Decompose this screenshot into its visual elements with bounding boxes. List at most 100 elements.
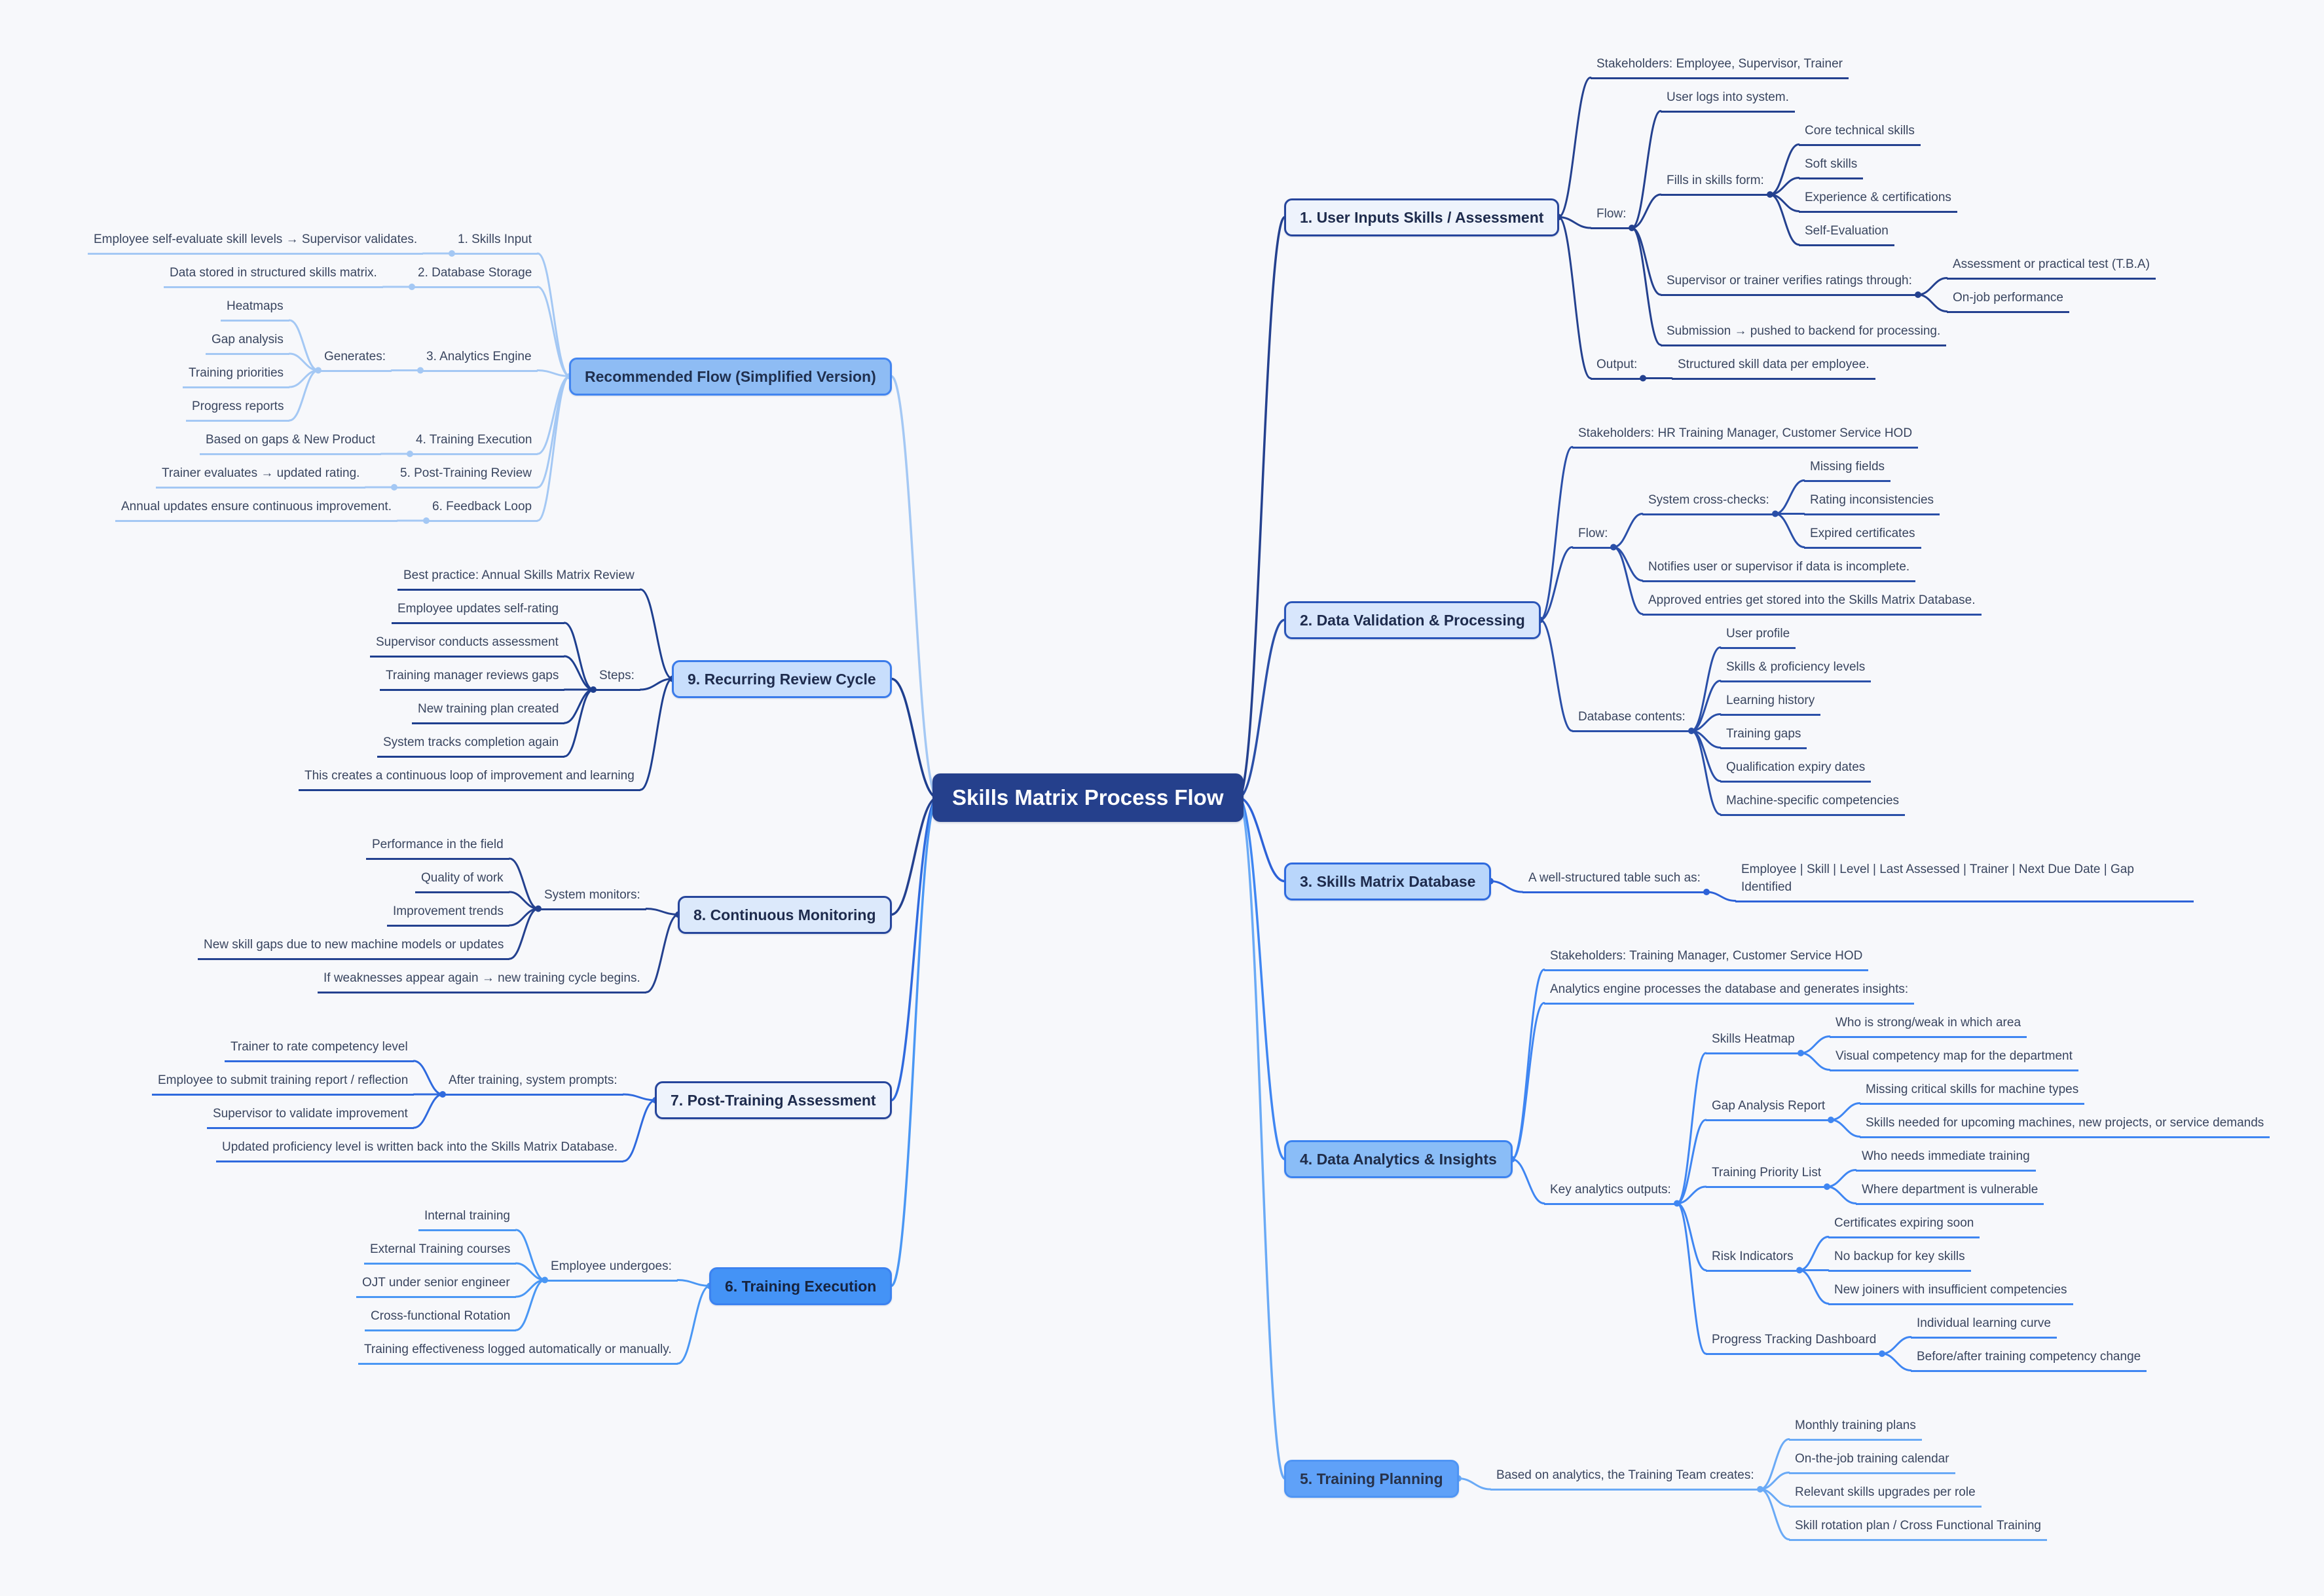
subtopic-self-evaluation[interactable]: Self-Evaluation <box>1799 222 1894 246</box>
subtopic-rating-inconsistencies[interactable]: Rating inconsistencies <box>1804 491 1940 515</box>
subtopic-3-analytics-engine[interactable]: 3. Analytics Engine <box>420 348 538 372</box>
subtopic-notifies-user-or-supervisor[interactable]: Notifies user or supervisor if data is i… <box>1642 558 1916 582</box>
subtopic-based-on-gaps-new[interactable]: Based on gaps & New Product <box>200 431 381 455</box>
main-topic-6-training-execution[interactable]: 6. Training Execution <box>709 1267 893 1305</box>
subtopic-training-priorities[interactable]: Training priorities <box>183 364 290 388</box>
subtopic-approved-entries-get-stored[interactable]: Approved entries get stored into the Ski… <box>1642 591 1982 616</box>
subtopic-updated-proficiency-level-is[interactable]: Updated proficiency level is written bac… <box>216 1138 624 1162</box>
subtopic-system-monitors[interactable]: System monitors: <box>538 886 646 910</box>
subtopic-stakeholders-employee-supervisor-trainer[interactable]: Stakeholders: Employee, Supervisor, Trai… <box>1591 55 1849 79</box>
subtopic-this-creates-a-continuous[interactable]: This creates a continuous loop of improv… <box>299 767 640 791</box>
subtopic-analytics-engine-processes-the[interactable]: Analytics engine processes the database … <box>1544 980 1915 1005</box>
subtopic-database-contents[interactable]: Database contents: <box>1572 708 1691 732</box>
subtopic-system-cross-checks[interactable]: System cross-checks: <box>1642 491 1775 515</box>
subtopic-certificates-expiring-soon[interactable]: Certificates expiring soon <box>1828 1214 1980 1238</box>
main-topic-5-training-planning[interactable]: 5. Training Planning <box>1284 1460 1459 1498</box>
subtopic-trainer-evaluates-updated-rating[interactable]: Trainer evaluates → updated rating. <box>156 464 366 489</box>
subtopic-stakeholders-training-manager-customer[interactable]: Stakeholders: Training Manager, Customer… <box>1544 947 1869 971</box>
subtopic-4-training-execution[interactable]: 4. Training Execution <box>410 431 538 455</box>
subtopic-supervisor-or-trainer-verifies[interactable]: Supervisor or trainer verifies ratings t… <box>1661 272 1918 296</box>
main-topic-2-data-validation-processing[interactable]: 2. Data Validation & Processing <box>1284 601 1541 639</box>
subtopic-skill-rotation-plan-cross[interactable]: Skill rotation plan / Cross Functional T… <box>1789 1517 2047 1541</box>
subtopic-cross-functional-rotation[interactable]: Cross-functional Rotation <box>365 1307 517 1331</box>
subtopic-steps[interactable]: Steps: <box>593 667 640 691</box>
subtopic-employee-self-evaluate-skill[interactable]: Employee self-evaluate skill levels → Su… <box>88 231 424 255</box>
subtopic-ojt-under-senior-engineer[interactable]: OJT under senior engineer <box>356 1274 516 1298</box>
main-topic-9-recurring-review-cycle[interactable]: 9. Recurring Review Cycle <box>672 660 892 698</box>
subtopic-individual-learning-curve[interactable]: Individual learning curve <box>1911 1314 2057 1339</box>
subtopic-if-weaknesses-appear-again[interactable]: If weaknesses appear again → new trainin… <box>318 969 646 993</box>
subtopic-after-training-system-prompts[interactable]: After training, system prompts: <box>443 1071 623 1096</box>
main-topic-1-user-inputs-skills[interactable]: 1. User Inputs Skills / Assessment <box>1284 198 1560 236</box>
subtopic-key-analytics-outputs[interactable]: Key analytics outputs: <box>1544 1181 1677 1205</box>
subtopic-new-training-plan-created[interactable]: New training plan created <box>412 700 565 724</box>
subtopic-flow[interactable]: Flow: <box>1572 525 1614 549</box>
central-topic[interactable]: Skills Matrix Process Flow <box>932 773 1244 822</box>
subtopic-fills-in-skills-form[interactable]: Fills in skills form: <box>1661 172 1770 196</box>
subtopic-on-job-performance[interactable]: On-job performance <box>1947 289 2069 313</box>
subtopic-who-is-strong-weak[interactable]: Who is strong/weak in which area <box>1830 1014 2027 1038</box>
subtopic-improvement-trends[interactable]: Improvement trends <box>387 902 509 927</box>
subtopic-user-logs-into-system[interactable]: User logs into system. <box>1661 88 1795 113</box>
subtopic-training-priority-list[interactable]: Training Priority List <box>1706 1164 1828 1188</box>
subtopic-a-well-structured-table[interactable]: A well-structured table such as: <box>1522 869 1706 893</box>
subtopic-where-department-is-vulnerable[interactable]: Where department is vulnerable <box>1856 1181 2044 1205</box>
subtopic-monthly-training-plans[interactable]: Monthly training plans <box>1789 1417 1922 1441</box>
subtopic-employee-to-submit-training[interactable]: Employee to submit training report / ref… <box>152 1071 415 1096</box>
subtopic-2-database-storage[interactable]: 2. Database Storage <box>412 264 538 288</box>
subtopic-progress-reports[interactable]: Progress reports <box>186 398 290 422</box>
subtopic-training-manager-reviews-gaps[interactable]: Training manager reviews gaps <box>380 667 565 691</box>
subtopic-employee-undergoes[interactable]: Employee undergoes: <box>545 1257 678 1282</box>
subtopic-submission-pushed-to-backend[interactable]: Submission → pushed to backend for proce… <box>1661 322 1947 346</box>
subtopic-heatmaps[interactable]: Heatmaps <box>221 297 289 322</box>
subtopic-new-skill-gaps-due[interactable]: New skill gaps due to new machine models… <box>198 936 510 960</box>
subtopic-generates[interactable]: Generates: <box>318 348 392 372</box>
main-topic-4-data-analytics-insights[interactable]: 4. Data Analytics & Insights <box>1284 1140 1513 1178</box>
subtopic-external-training-courses[interactable]: External Training courses <box>364 1240 517 1265</box>
main-topic-3-skills-matrix-database[interactable]: 3. Skills Matrix Database <box>1284 863 1492 900</box>
subtopic-skills-proficiency-levels[interactable]: Skills & proficiency levels <box>1720 658 1872 682</box>
subtopic-qualification-expiry-dates[interactable]: Qualification expiry dates <box>1720 758 1872 783</box>
subtopic-trainer-to-rate-competency[interactable]: Trainer to rate competency level <box>225 1038 414 1062</box>
subtopic-gap-analysis-report[interactable]: Gap Analysis Report <box>1706 1097 1832 1121</box>
subtopic-experience-certifications[interactable]: Experience & certifications <box>1799 189 1957 213</box>
subtopic-before-after-training-competency[interactable]: Before/after training competency change <box>1911 1348 2147 1372</box>
main-topic-7-post-training-assessment[interactable]: 7. Post-Training Assessment <box>655 1081 892 1119</box>
subtopic-system-tracks-completion-again[interactable]: System tracks completion again <box>377 733 565 758</box>
subtopic-based-on-analytics-the[interactable]: Based on analytics, the Training Team cr… <box>1490 1466 1760 1491</box>
subtopic-employee-skill-level-last[interactable]: Employee | Skill | Level | Last Assessed… <box>1735 861 2194 902</box>
subtopic-training-gaps[interactable]: Training gaps <box>1720 725 1807 749</box>
subtopic-no-backup-for-key[interactable]: No backup for key skills <box>1828 1248 1971 1272</box>
subtopic-quality-of-work[interactable]: Quality of work <box>415 869 509 893</box>
subtopic-skills-heatmap[interactable]: Skills Heatmap <box>1706 1030 1801 1054</box>
subtopic-missing-fields[interactable]: Missing fields <box>1804 458 1891 482</box>
subtopic-on-the-job-training[interactable]: On-the-job training calendar <box>1789 1450 1955 1474</box>
subtopic-employee-updates-self-rating[interactable]: Employee updates self-rating <box>392 600 565 624</box>
subtopic-expired-certificates[interactable]: Expired certificates <box>1804 525 1921 549</box>
subtopic-supervisor-to-validate-improvement[interactable]: Supervisor to validate improvement <box>207 1105 414 1129</box>
subtopic-learning-history[interactable]: Learning history <box>1720 692 1821 716</box>
subtopic-performance-in-the-field[interactable]: Performance in the field <box>366 836 509 860</box>
subtopic-assessment-or-practical-test[interactable]: Assessment or practical test (T.B.A) <box>1947 255 2156 280</box>
subtopic-6-feedback-loop[interactable]: 6. Feedback Loop <box>426 498 538 522</box>
subtopic-missing-critical-skills-for[interactable]: Missing critical skills for machine type… <box>1860 1081 2085 1105</box>
subtopic-skills-needed-for-upcoming[interactable]: Skills needed for upcoming machines, new… <box>1860 1114 2270 1138</box>
subtopic-supervisor-conducts-assessment[interactable]: Supervisor conducts assessment <box>370 633 564 658</box>
subtopic-who-needs-immediate-training[interactable]: Who needs immediate training <box>1856 1147 2036 1172</box>
subtopic-soft-skills[interactable]: Soft skills <box>1799 155 1864 179</box>
subtopic-stakeholders-hr-training-manager[interactable]: Stakeholders: HR Training Manager, Custo… <box>1572 424 1919 449</box>
subtopic-risk-indicators[interactable]: Risk Indicators <box>1706 1248 1799 1272</box>
subtopic-5-post-training-review[interactable]: 5. Post-Training Review <box>394 464 538 489</box>
subtopic-gap-analysis[interactable]: Gap analysis <box>206 331 289 355</box>
subtopic-internal-training[interactable]: Internal training <box>418 1207 516 1231</box>
subtopic-training-effectiveness-logged-automatically[interactable]: Training effectiveness logged automatica… <box>358 1341 678 1365</box>
main-topic-8-continuous-monitoring[interactable]: 8. Continuous Monitoring <box>678 896 892 934</box>
subtopic-new-joiners-with-insufficient[interactable]: New joiners with insufficient competenci… <box>1828 1281 2073 1305</box>
subtopic-flow[interactable]: Flow: <box>1591 205 1632 229</box>
subtopic-structured-skill-data-per[interactable]: Structured skill data per employee. <box>1672 356 1875 380</box>
subtopic-visual-competency-map-for[interactable]: Visual competency map for the department <box>1830 1047 2078 1071</box>
subtopic-relevant-skills-upgrades-per[interactable]: Relevant skills upgrades per role <box>1789 1483 1982 1508</box>
subtopic-1-skills-input[interactable]: 1. Skills Input <box>452 231 538 255</box>
subtopic-progress-tracking-dashboard[interactable]: Progress Tracking Dashboard <box>1706 1331 1883 1355</box>
subtopic-output[interactable]: Output: <box>1591 356 1644 380</box>
